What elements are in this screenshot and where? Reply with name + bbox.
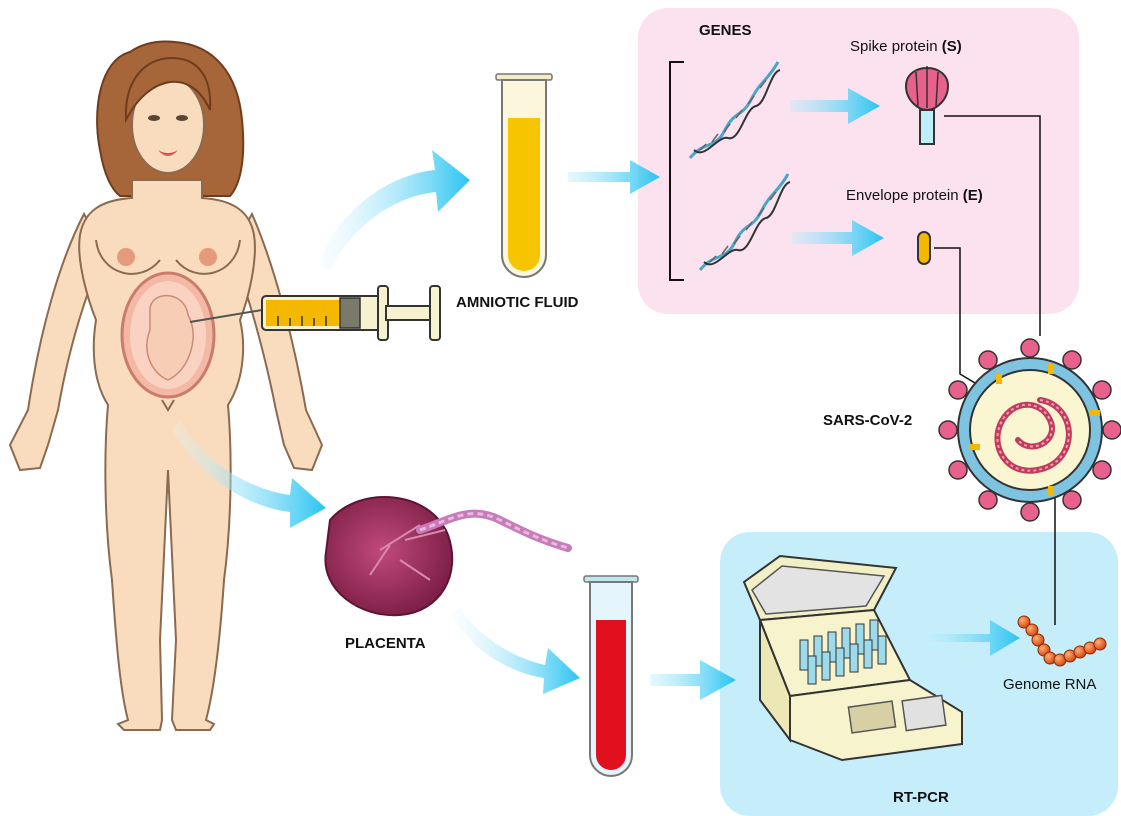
label-envelope-abbr: (E) (963, 187, 983, 204)
placenta-illustration (325, 497, 568, 615)
label-amniotic-fluid: AMNIOTIC FLUID (456, 294, 579, 311)
label-rt-pcr: RT-PCR (893, 789, 949, 806)
label-sars-cov-2: SARS-CoV-2 (823, 412, 912, 429)
pregnant-woman-illustration (10, 42, 322, 730)
label-envelope-protein-text: Envelope protein (846, 187, 963, 204)
blood-sample-tube (584, 576, 638, 776)
label-spike-abbr: (S) (942, 38, 962, 55)
label-spike-protein: Spike protein (S) (850, 38, 962, 55)
label-envelope-protein: Envelope protein (E) (846, 187, 983, 204)
arrow-placenta-to-blood (452, 608, 580, 694)
label-genes: GENES (699, 22, 752, 39)
amniotic-fluid-tube (496, 74, 552, 277)
envelope-protein-icon (918, 232, 930, 264)
sars-cov-2-virion (939, 339, 1121, 521)
label-placenta: PLACENTA (345, 635, 426, 652)
arrow-woman-to-amniotic (318, 150, 470, 270)
label-genome-rna: Genome RNA (1003, 676, 1096, 693)
label-spike-protein-text: Spike protein (850, 38, 942, 55)
